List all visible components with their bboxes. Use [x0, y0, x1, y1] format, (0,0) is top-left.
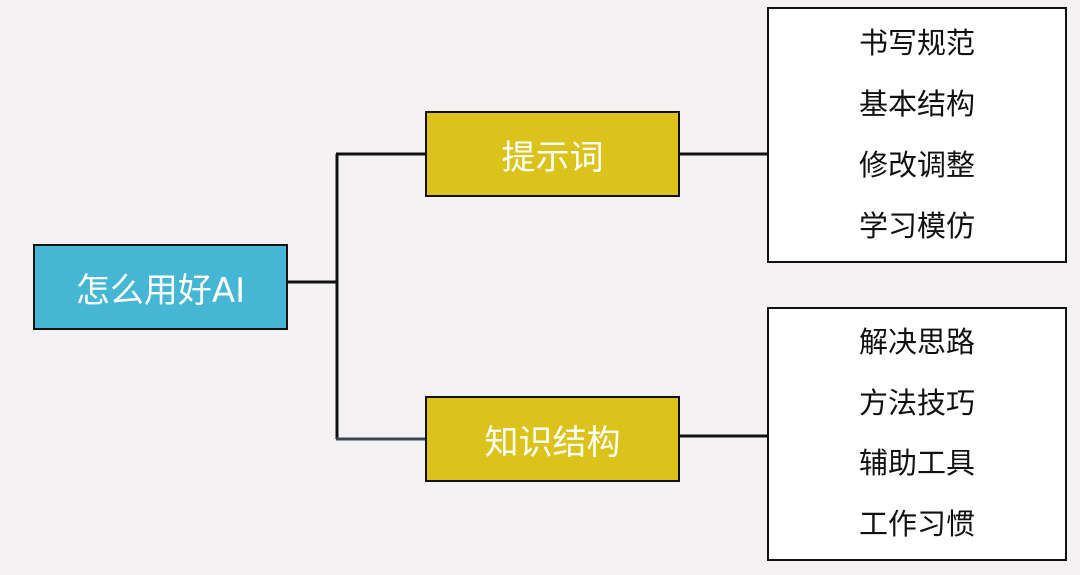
branch-node-prompt: 提示词	[425, 111, 680, 197]
branch-node-knowledge-label: 知识结构	[484, 422, 621, 463]
leaf-list-prompt: 书写规范 基本结构 修改调整 学习模仿	[767, 7, 1067, 263]
leaf-item: 工作习惯	[858, 506, 975, 541]
leaf-list-knowledge: 解决思路 方法技巧 辅助工具 工作习惯	[767, 307, 1067, 561]
leaf-item: 辅助工具	[858, 446, 975, 481]
leaf-item: 书写规范	[858, 25, 975, 60]
branch-node-knowledge: 知识结构	[425, 396, 680, 482]
leaf-item: 解决思路	[858, 325, 975, 360]
root-node: 怎么用好AI	[33, 244, 288, 330]
leaf-item: 基本结构	[858, 86, 975, 121]
leaf-item: 方法技巧	[858, 385, 975, 420]
leaf-item: 修改调整	[858, 147, 975, 182]
leaf-item: 学习模仿	[858, 208, 975, 243]
root-node-label: 怎么用好AI	[75, 270, 246, 311]
branch-node-prompt-label: 提示词	[501, 137, 604, 178]
